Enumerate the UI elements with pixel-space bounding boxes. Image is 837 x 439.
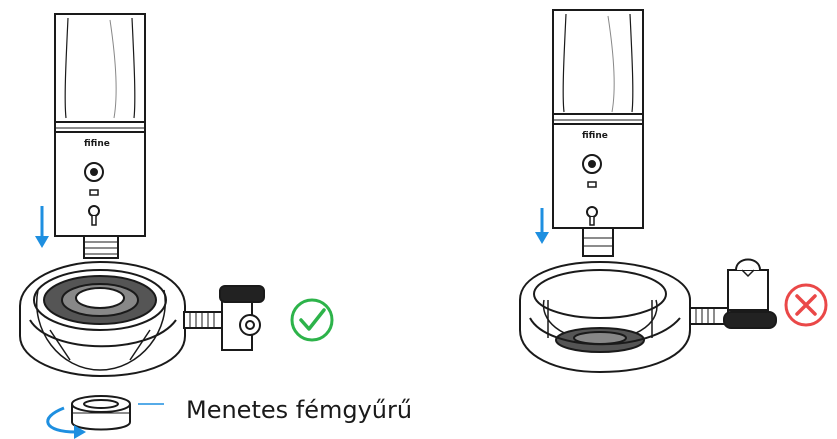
left-shock-mount bbox=[20, 262, 264, 376]
ring-caption: Menetes fémgyűrű bbox=[186, 396, 412, 424]
right-panel: fifine bbox=[520, 10, 826, 372]
left-microphone bbox=[55, 14, 145, 258]
cross-circle-icon bbox=[786, 285, 826, 325]
right-shock-mount bbox=[520, 260, 776, 373]
down-arrow-icon bbox=[35, 206, 49, 248]
down-arrow-icon bbox=[535, 208, 549, 244]
threaded-metal-ring bbox=[72, 396, 130, 430]
left-panel: fifine bbox=[20, 14, 332, 439]
left-brand-label: fifine bbox=[84, 139, 110, 149]
check-circle-icon bbox=[292, 300, 332, 340]
right-brand-label: fifine bbox=[582, 131, 608, 141]
